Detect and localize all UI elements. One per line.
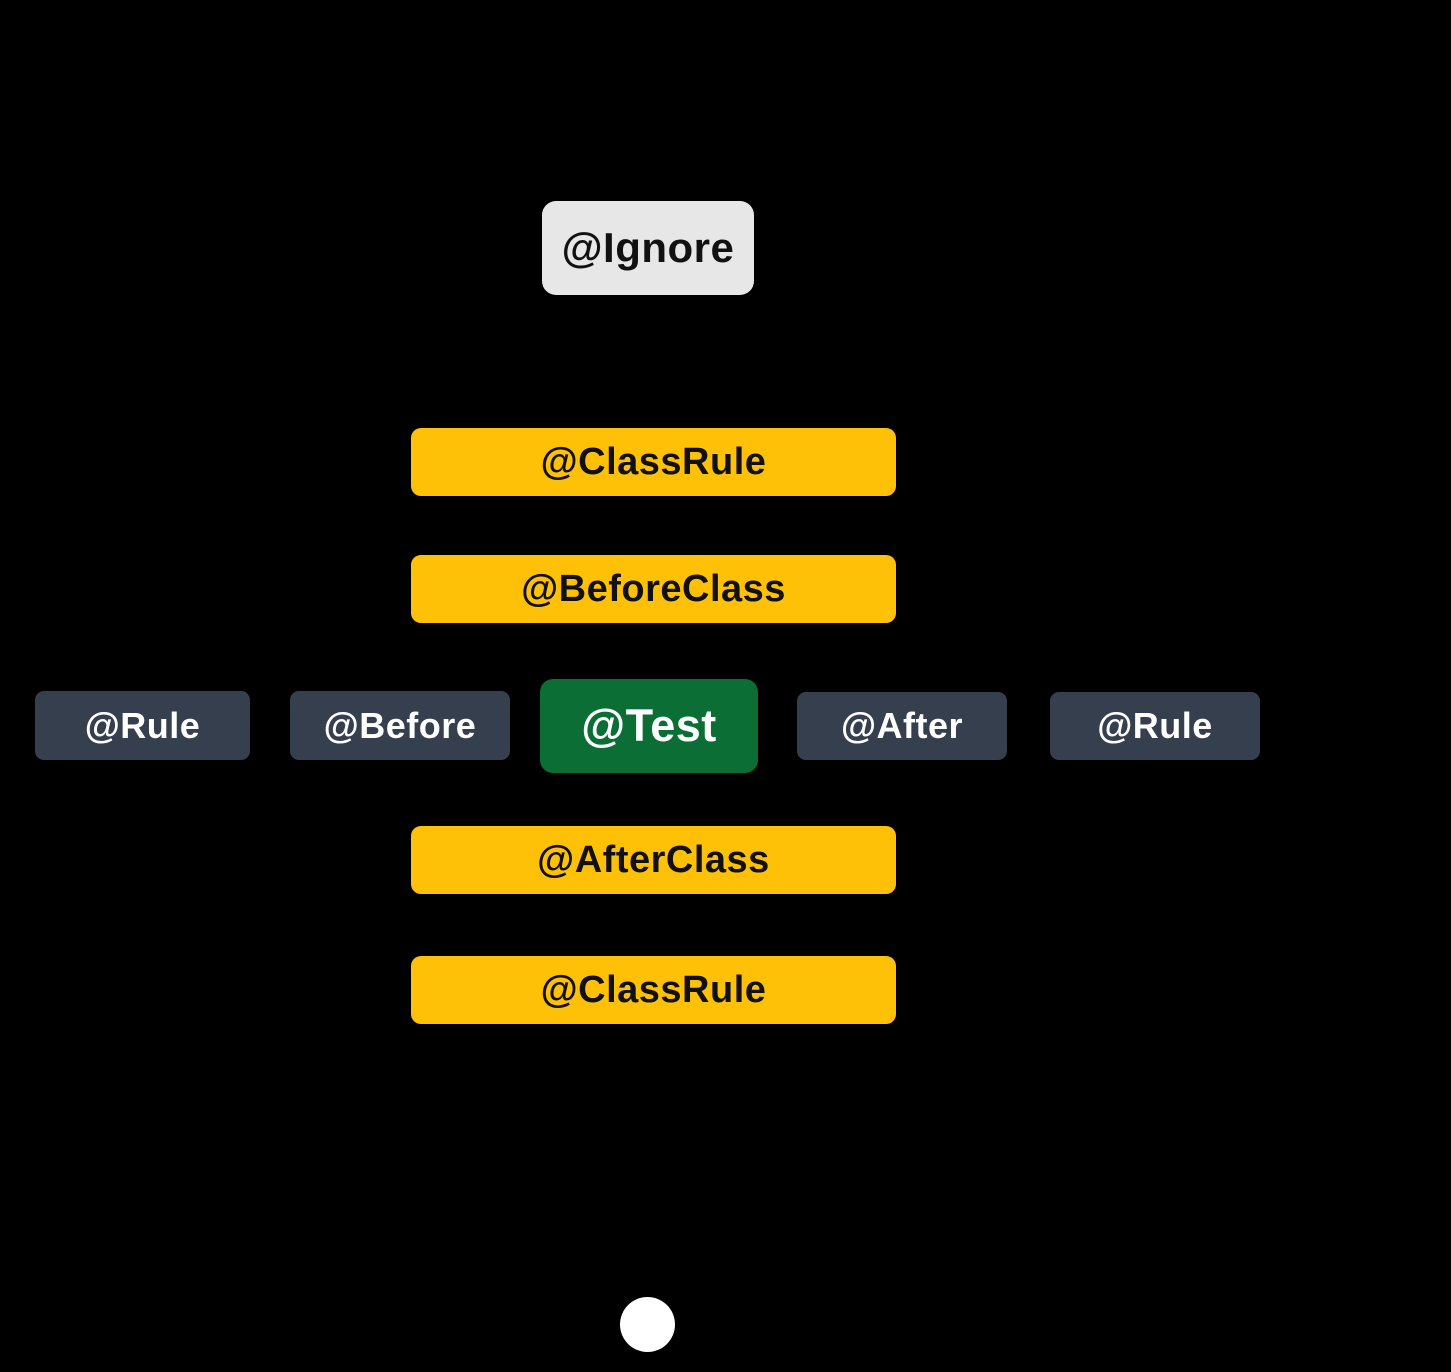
node-ignore: @Ignore [542, 201, 754, 295]
node-after-label: @After [840, 705, 964, 746]
node-class-rule-bottom-label: @ClassRule [540, 968, 767, 1011]
node-before-label: @Before [323, 704, 477, 746]
node-test-label: @Test [581, 700, 717, 751]
node-rule-right: @Rule [1050, 692, 1260, 760]
node-class-rule-bottom: @ClassRule [411, 956, 896, 1024]
node-rule-left-label: @Rule [84, 704, 201, 746]
node-ignore-label: @Ignore [561, 224, 735, 271]
node-before: @Before [290, 691, 510, 760]
node-class-rule-top: @ClassRule [411, 428, 896, 496]
end-terminator-circle [620, 1297, 675, 1352]
node-after-class-label: @AfterClass [537, 838, 770, 881]
node-before-class: @BeforeClass [411, 555, 896, 623]
node-after: @After [797, 692, 1007, 760]
node-test: @Test [540, 679, 758, 773]
node-rule-left: @Rule [35, 691, 250, 760]
node-after-class: @AfterClass [411, 826, 896, 894]
node-class-rule-top-label: @ClassRule [540, 440, 767, 483]
node-before-class-label: @BeforeClass [521, 567, 786, 610]
node-rule-right-label: @Rule [1097, 705, 1213, 746]
